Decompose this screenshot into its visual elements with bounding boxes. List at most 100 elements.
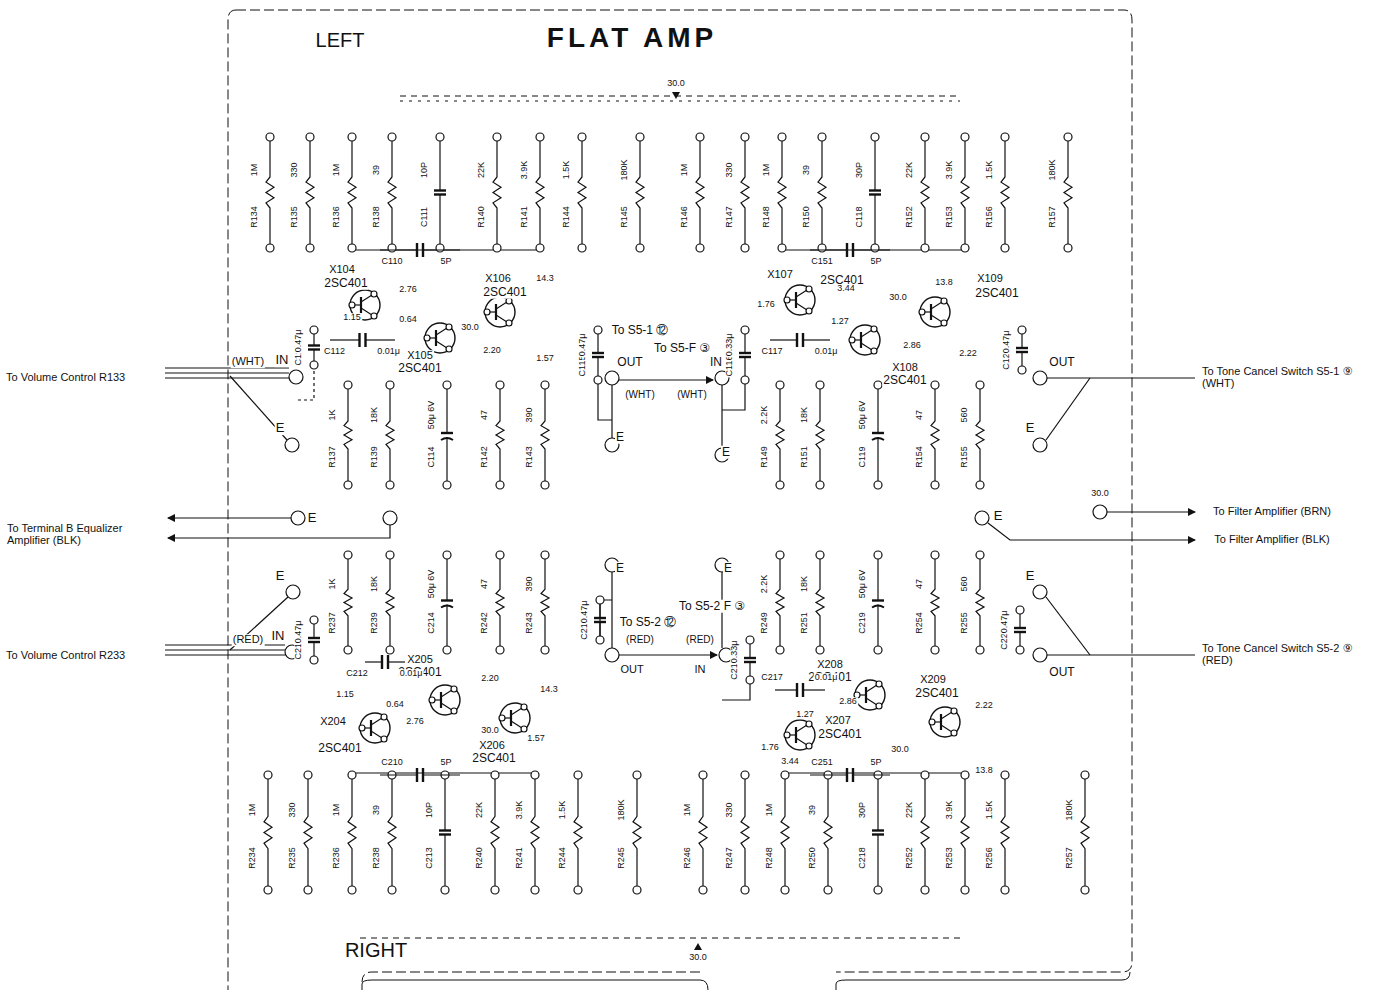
resistor-symbol [816,389,824,481]
marker-triangle [694,943,702,950]
capacitor-plate [802,683,804,697]
terminal-label: IN [709,356,723,369]
solder-pad [816,481,824,489]
terminal-pad [291,511,305,525]
component-label: 180K [1065,798,1074,821]
component-label: 0.47μ [580,600,589,625]
cable [1046,378,1090,440]
component-label: 0.01μ [814,347,839,356]
transistor-pin [484,309,490,315]
terminal-label: E [993,509,1004,523]
capacitor-plate [846,768,848,782]
component-label: 0.47μ [294,328,303,353]
capacitor-plate [422,243,424,257]
component-label: 1M [248,802,257,817]
transistor-pin [424,335,430,341]
transistor-label: 2SC401 [974,287,1019,300]
voltage-label: 2.22 [958,349,978,358]
terminal-label: E [615,431,625,444]
capacitor-symbol [313,642,314,656]
capacitor-plate [744,661,756,663]
capacitor-symbol [874,141,875,191]
transistor-pin [521,704,527,710]
capacitor-symbol [874,195,875,245]
transistor-label: X107 [766,269,794,281]
solder-pad [496,551,504,559]
component-label: R239 [370,612,379,636]
voltage-label: 1.57 [535,354,555,363]
transistor-pin [349,302,355,308]
capacitor-plate [594,621,606,623]
terminal-pad [605,371,619,385]
component-label: R254 [915,612,924,636]
transistor-pin [951,730,957,736]
transistor-symbol [931,315,942,322]
resistor-symbol [344,559,352,646]
solder-pad [636,244,644,252]
terminal-label: To Filter Amplifier (BRN) [1212,506,1332,518]
solder-pad [961,771,969,779]
component-label: C219 [858,612,867,636]
solder-pad [310,326,318,334]
transistor-label: 2SC401 [882,374,927,387]
solder-pad [443,381,451,389]
component-label: R247 [725,846,734,870]
transistor-pin [806,743,812,749]
voltage-label: 30.0 [460,323,480,332]
component-label: 180K [620,159,629,182]
terminal-label: To Tone Cancel Switch S5-1 ⑨ (WHT) [1201,366,1383,389]
solder-pad [344,551,352,559]
terminal-label: (RED) [625,635,655,646]
cable [1107,511,1195,512]
transistor-symbol [500,703,530,733]
solder-pad [741,244,749,252]
solder-pad [1081,771,1089,779]
solder-pad [816,551,824,559]
component-label: 50μ 6V [858,400,867,431]
capacitor-symbol [853,774,890,775]
solder-pad [636,133,644,141]
component-label: 50μ 6V [858,568,867,599]
capacitor-plate [308,637,320,639]
capacitor-symbol [877,389,878,433]
transistor-pin [784,732,790,738]
solder-pad [1018,326,1026,334]
transistor-pin [446,324,452,330]
solder-pad [310,656,318,664]
terminal-label: To Filter Amplifier (BLK) [1213,534,1331,546]
solder-pad [816,646,824,654]
resistor-symbol [699,779,707,886]
component-label: 330 [290,162,299,179]
board-label: LEFT [315,30,366,51]
transistor-pin [929,719,935,725]
solder-pad [541,481,549,489]
capacitor-symbol [810,249,847,250]
component-label: 18K [800,406,809,424]
component-label: 18K [370,574,379,592]
resistor-symbol [776,559,784,646]
solder-pad [1001,771,1009,779]
capacitor-symbol [439,141,440,191]
solder-pad [816,381,824,389]
solder-pad [921,771,929,779]
solder-pad [493,133,501,141]
component-label: 30P [855,161,864,179]
capacitor-symbol [1019,614,1020,628]
solder-pad [931,481,939,489]
solder-pad [1001,244,1009,252]
terminal-label: E [615,562,625,575]
capacitor-symbol [744,357,745,376]
transistor-symbol [855,680,885,710]
component-label: R242 [480,612,489,636]
transistor-symbol [785,285,815,315]
capacitor-symbol [1019,632,1020,646]
transistor-pin [451,708,457,714]
component-label: 22K [477,161,486,179]
component-label: C217 [760,673,784,682]
resistor-symbol [491,779,499,886]
capacitor-plate [1014,627,1026,629]
solder-pad [443,481,451,489]
transistor-pin [919,309,925,315]
capacitor-symbol [877,437,878,481]
trace [400,101,960,102]
